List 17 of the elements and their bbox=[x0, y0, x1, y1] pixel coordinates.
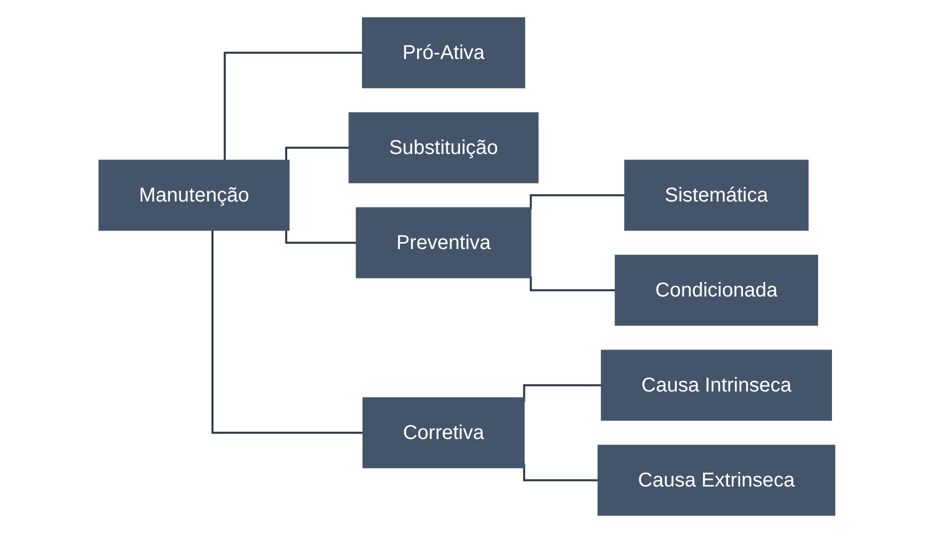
node-box: Sistemática bbox=[624, 160, 808, 231]
node-box: Corretiva bbox=[362, 397, 524, 468]
connector bbox=[223, 52, 362, 160]
connector bbox=[211, 230, 363, 434]
node-box: Manutenção bbox=[98, 160, 290, 231]
node-box: Condicionada bbox=[614, 254, 818, 326]
node-box: Substituição bbox=[348, 112, 538, 184]
connector bbox=[522, 384, 601, 402]
node-box: Causa Intrinseca bbox=[600, 350, 832, 421]
node-box: Causa Extrinseca bbox=[597, 444, 835, 516]
connector bbox=[529, 194, 624, 210]
connector bbox=[284, 146, 349, 160]
connector bbox=[522, 464, 598, 482]
node-box: Preventiva bbox=[355, 207, 531, 278]
connector bbox=[529, 276, 615, 292]
node-box: Pró-Ativa bbox=[362, 17, 525, 88]
connector bbox=[284, 230, 356, 244]
